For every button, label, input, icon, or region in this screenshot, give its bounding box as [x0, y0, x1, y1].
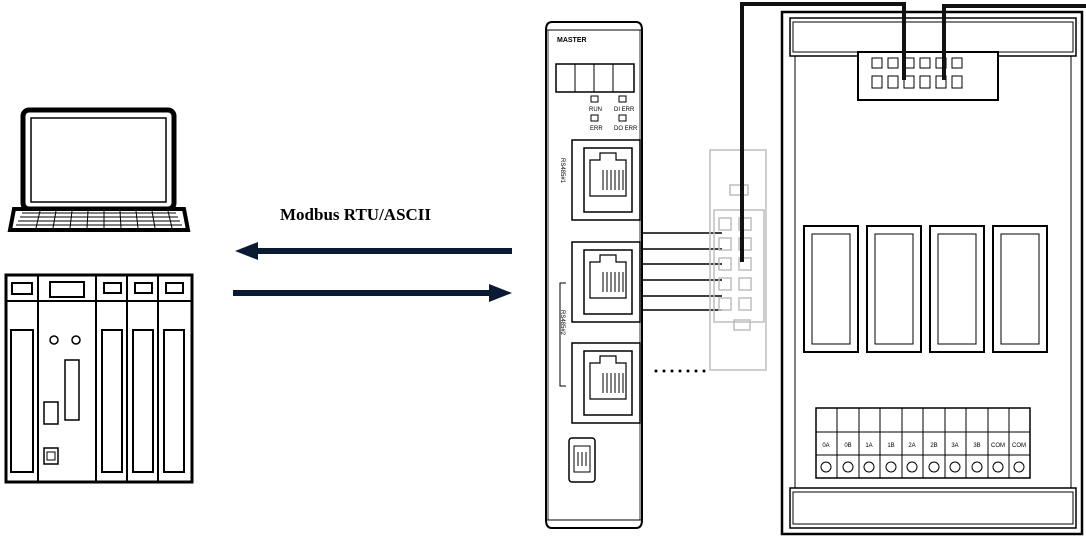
arrow-left-icon — [235, 242, 512, 260]
continuation-dots — [654, 369, 706, 373]
plc-rack-icon — [4, 273, 194, 484]
terminal-label: 2A — [908, 443, 915, 449]
arrow-right-icon — [233, 284, 512, 302]
terminal-label: 1A — [865, 443, 872, 449]
terminal-label: COM — [1012, 443, 1026, 449]
terminal-dividers — [836, 408, 1010, 478]
protocol-label: Modbus RTU/ASCII — [280, 205, 431, 224]
terminal-label: 2B — [930, 443, 937, 449]
terminal-label: 3A — [951, 443, 958, 449]
signal-lines — [642, 232, 722, 311]
laptop-icon — [7, 107, 191, 232]
master-label: MASTER — [557, 37, 587, 44]
terminal-label: 3B — [973, 443, 980, 449]
slave-module — [709, 149, 767, 371]
terminal-label: 0B — [844, 443, 851, 449]
led-label-di-err: DI ERR — [614, 107, 635, 113]
port1-label: RS485#1 — [559, 158, 565, 184]
led-label-run: RUN — [589, 107, 602, 113]
port2-label: RS485#2 — [559, 310, 565, 336]
rj45-pins — [577, 170, 624, 466]
relay-board — [780, 10, 1084, 536]
terminal-label: COM — [991, 443, 1005, 449]
led-label-err: ERR — [590, 126, 603, 132]
terminal-label: 1B — [887, 443, 894, 449]
led-label-do-err: DO ERR — [614, 126, 638, 132]
power-wires — [740, 2, 1086, 262]
terminal-screws — [820, 461, 1025, 473]
master-module — [545, 21, 643, 529]
terminal-label: 0A — [822, 443, 829, 449]
